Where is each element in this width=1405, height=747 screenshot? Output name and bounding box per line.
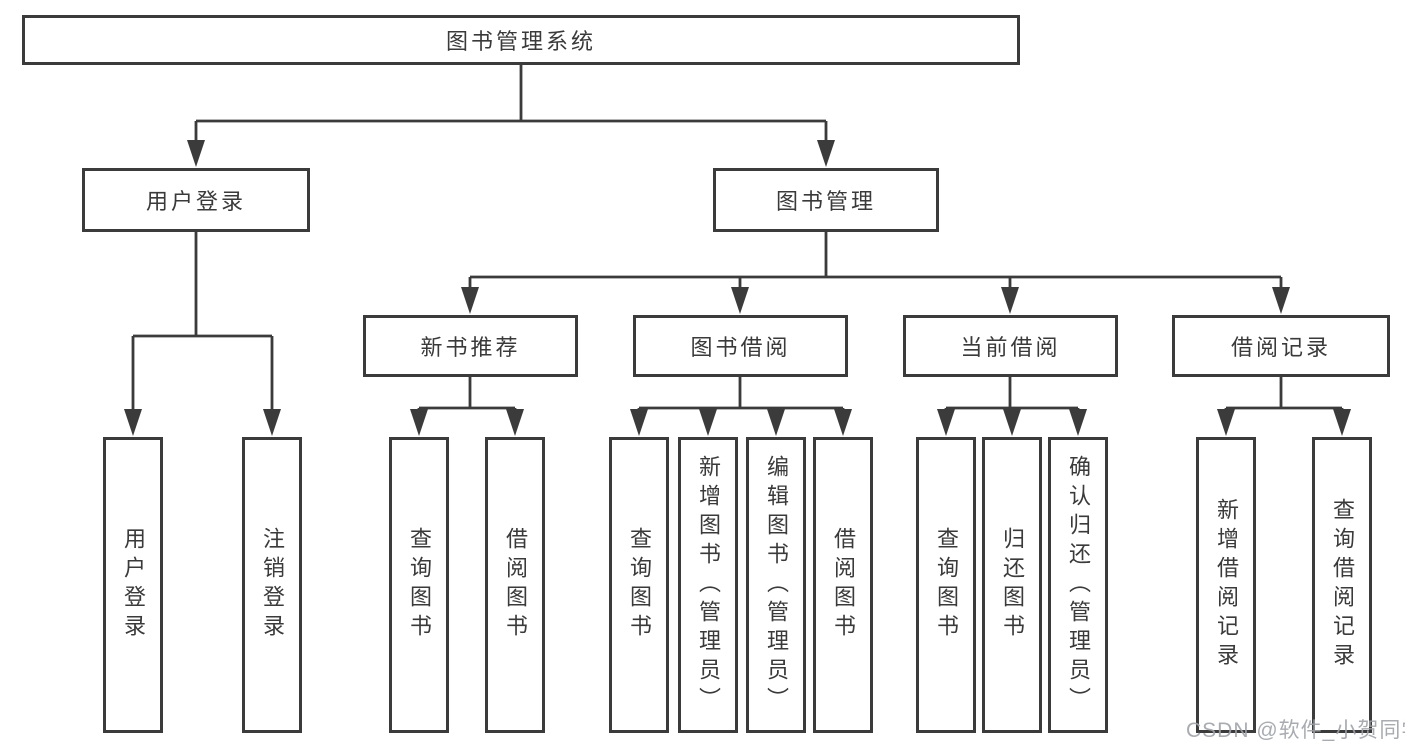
node-current-borrowing: 当前借阅 [903, 315, 1118, 377]
node-library-management-system: 图书管理系统 [22, 15, 1020, 65]
leaf-edit-books-admin: 编辑图书（管理员） [746, 437, 806, 733]
leaf-query-books-borrow: 查询图书 [609, 437, 669, 733]
leaf-query-books-recommend: 查询图书 [389, 437, 449, 733]
arrow-down-icon [461, 287, 479, 314]
arrow-down-icon [1333, 409, 1351, 436]
arrow-down-icon [410, 409, 428, 436]
node-user-login: 用户登录 [82, 168, 310, 232]
leaf-borrow-books-recommend: 借阅图书 [485, 437, 545, 733]
arrow-down-icon [506, 409, 524, 436]
leaf-label: 新增借阅记录 [1214, 498, 1239, 672]
leaf-label: 查询借阅记录 [1330, 498, 1355, 672]
leaf-label: 借阅图书 [503, 527, 528, 643]
arrow-down-icon [1069, 409, 1087, 436]
arrow-down-icon [1001, 287, 1019, 314]
arrow-down-icon [937, 409, 955, 436]
leaf-label: 确认归还（管理员） [1066, 454, 1091, 716]
leaf-label: 新增图书（管理员） [696, 454, 721, 716]
leaf-borrow-books: 借阅图书 [813, 437, 873, 733]
leaf-label: 借阅图书 [831, 527, 856, 643]
leaf-query-borrow-record: 查询借阅记录 [1312, 437, 1372, 733]
leaf-add-books-admin: 新增图书（管理员） [678, 437, 738, 733]
leaf-label: 用户登录 [121, 527, 146, 643]
leaf-label: 注销登录 [260, 527, 285, 643]
leaf-label: 编辑图书（管理员） [764, 454, 789, 716]
leaf-label: 归还图书 [1000, 527, 1025, 643]
arrow-down-icon [1217, 409, 1235, 436]
arrow-down-icon [263, 409, 281, 436]
arrow-down-icon [187, 140, 205, 167]
leaf-logout: 注销登录 [242, 437, 302, 733]
arrow-down-icon [1272, 287, 1290, 314]
arrow-down-icon [767, 409, 785, 436]
node-borrowing-records: 借阅记录 [1172, 315, 1390, 377]
leaf-label: 查询图书 [407, 527, 432, 643]
leaf-label: 查询图书 [627, 527, 652, 643]
node-book-borrowing: 图书借阅 [633, 315, 848, 377]
node-new-book-recommendation: 新书推荐 [363, 315, 578, 377]
csdn-watermark: CSDN @软件_小贺同学 [1186, 719, 1405, 742]
leaf-confirm-return-admin: 确认归还（管理员） [1048, 437, 1108, 733]
arrow-down-icon [699, 409, 717, 436]
arrow-down-icon [731, 287, 749, 314]
arrow-down-icon [124, 409, 142, 436]
leaf-add-borrow-record: 新增借阅记录 [1196, 437, 1256, 733]
arrow-down-icon [630, 409, 648, 436]
arrow-down-icon [834, 409, 852, 436]
node-book-management: 图书管理 [713, 168, 939, 232]
leaf-label: 查询图书 [934, 527, 959, 643]
arrow-down-icon [817, 140, 835, 167]
arrow-down-icon [1003, 409, 1021, 436]
leaf-user-login: 用户登录 [103, 437, 163, 733]
leaf-return-books: 归还图书 [982, 437, 1042, 733]
leaf-query-books-current: 查询图书 [916, 437, 976, 733]
